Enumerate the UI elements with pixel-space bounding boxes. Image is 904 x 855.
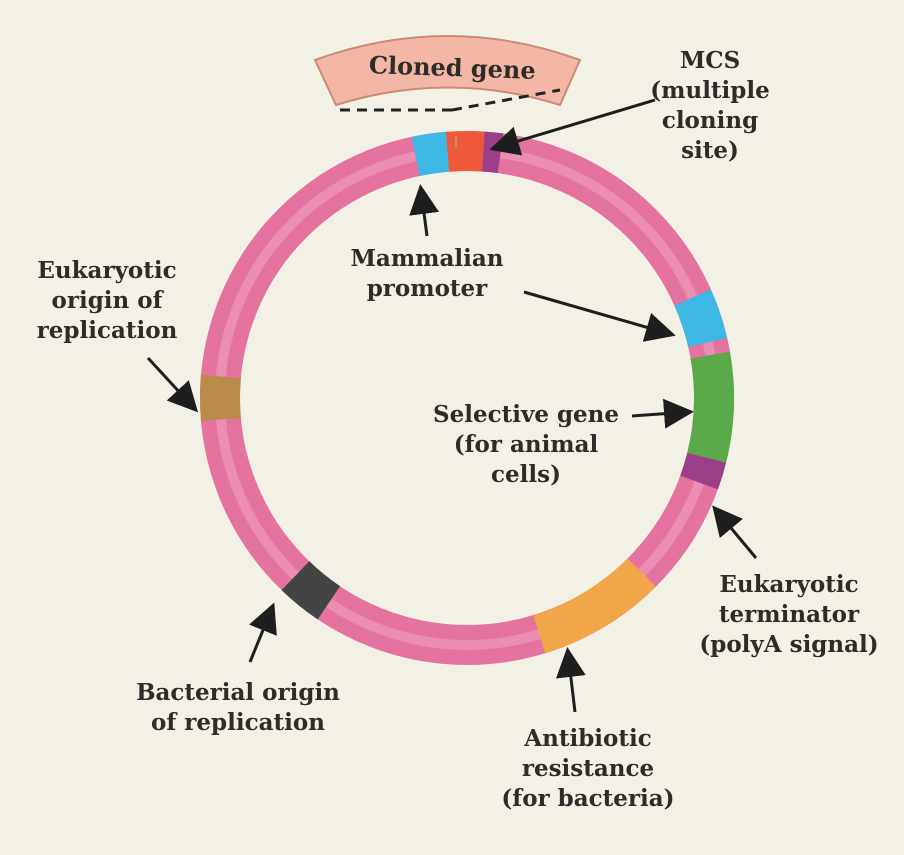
bacterial-ori-arrow: [248, 602, 277, 663]
mcs-label: MCS (multiple cloning site): [650, 47, 770, 164]
promoter-right-arrow: [523, 290, 676, 342]
antibiotic-resistance-label: Antibiotic resistance (for bacteria): [501, 725, 675, 812]
mcs-segment: [446, 131, 485, 172]
selective-gene-arrow: [631, 398, 694, 429]
mcs-arrow: [489, 98, 656, 156]
eukaryotic-terminator-label: Eukaryotic terminator (polyA signal): [699, 571, 879, 658]
antibiotic-resistance-segment: [533, 558, 656, 654]
terminator-arrow: [712, 505, 758, 559]
selective-gene-label: Selective gene (for animal cells): [432, 401, 620, 488]
cloned-gene-banner: [313, 35, 582, 107]
eukaryotic-ori-arrow: [146, 356, 199, 413]
promoter-top-segment: [411, 131, 450, 177]
cloned-gene-label: Cloned gene: [368, 50, 536, 85]
antibiotic-arrow: [555, 647, 586, 713]
bacterial-ori-segment: [281, 561, 341, 620]
selective-gene-segment: [687, 351, 734, 463]
promoter-right-segment: [674, 289, 728, 348]
eukaryotic-ori-label: Eukaryotic origin of replication: [36, 257, 178, 344]
promoter-top-arrow: [409, 184, 439, 237]
bacterial-ori-label: Bacterial origin of replication: [136, 679, 340, 736]
eukaryotic-ori-segment: [200, 374, 241, 422]
terminator-top-segment: [481, 131, 504, 174]
insertion-dash-right: [451, 88, 561, 112]
mammalian-promoter-label: Mammalian promoter: [350, 245, 504, 302]
terminator-right-segment: [680, 452, 727, 490]
